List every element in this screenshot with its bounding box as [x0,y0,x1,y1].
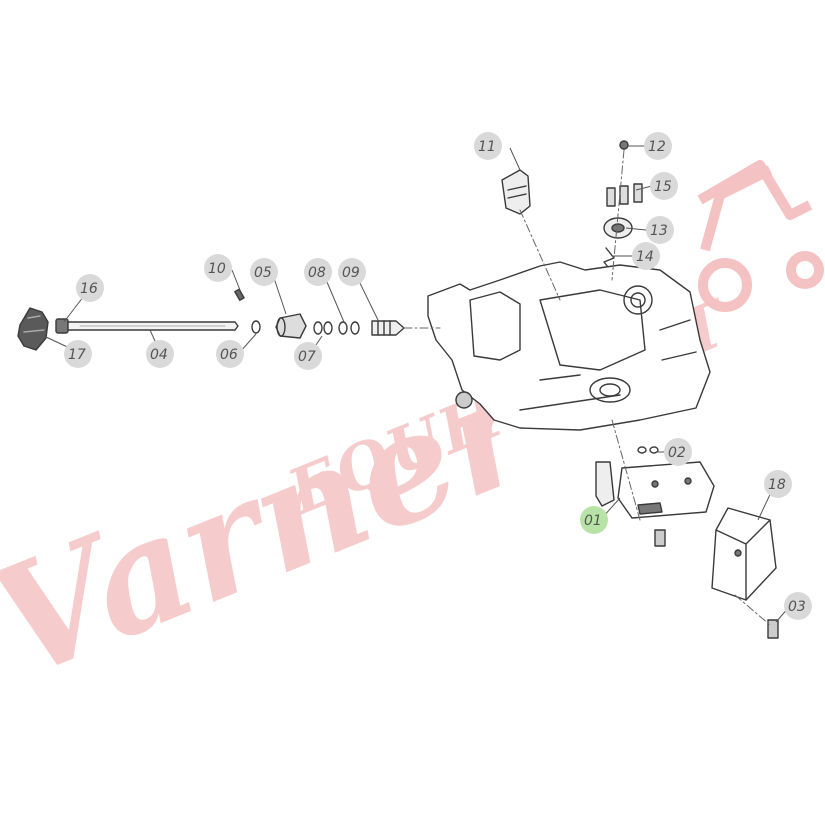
svg-text:01: 01 [584,513,602,529]
svg-text:16: 16 [80,281,98,297]
callout-10: 10 [204,254,232,282]
watermark-tractor-icon [697,160,824,312]
svg-text:09: 09 [342,265,360,281]
part-05-bushing [275,313,307,339]
valve-body [427,261,711,431]
callout-12: 12 [644,132,672,160]
part-09-spool [371,320,405,336]
callout-04: 04 [146,340,174,368]
callout-14: 14 [632,242,660,270]
callout-06: 06 [216,340,244,368]
svg-text:15: 15 [654,179,672,195]
svg-text:02: 02 [668,445,686,461]
svg-text:14: 14 [636,249,654,265]
part-08-ring [338,321,360,335]
callout-13: 13 [646,216,674,244]
watermark: Varner EQUIPMENT [0,160,824,713]
assembly-lines [403,149,771,626]
part-16-nut [55,318,69,334]
callout-01: 01 [580,506,608,534]
callouts: 11 12 15 13 14 10 05 08 [43,132,812,623]
callout-08: 08 [304,258,332,286]
part-07-seal [313,321,333,335]
svg-text:04: 04 [150,347,168,363]
svg-text:08: 08 [308,265,326,281]
callout-16: 16 [76,274,104,302]
svg-text:05: 05 [254,265,272,281]
part-01-block [595,461,715,519]
callout-18: 18 [764,470,792,498]
svg-text:13: 13 [650,223,668,239]
svg-text:07: 07 [298,349,316,365]
svg-text:03: 03 [788,599,806,615]
part-12-ball [619,140,629,150]
callout-05: 05 [250,258,278,286]
part-02-seals [637,446,659,454]
callout-03: 03 [784,592,812,620]
svg-text:11: 11 [478,139,496,155]
svg-text:10: 10 [208,261,226,277]
callout-15: 15 [650,172,678,200]
callout-11: 11 [474,132,502,160]
part-04-shaft [67,321,239,331]
part-17-knob [17,307,49,351]
svg-text:18: 18 [768,477,786,493]
part-01-bolt [654,529,666,547]
part-03-bolt [767,619,779,639]
part-11-plug [501,169,531,215]
part-10-pin [234,288,245,302]
callout-17: 17 [64,340,92,368]
svg-text:17: 17 [68,347,86,363]
part-13-cover [603,217,633,239]
part-06-oring [251,320,261,334]
part-15-screws [606,183,643,207]
svg-text:06: 06 [220,347,238,363]
svg-text:12: 12 [648,139,666,155]
part-18-cover [711,507,777,601]
callout-07: 07 [294,342,322,370]
callout-09: 09 [338,258,366,286]
callout-02: 02 [664,438,692,466]
